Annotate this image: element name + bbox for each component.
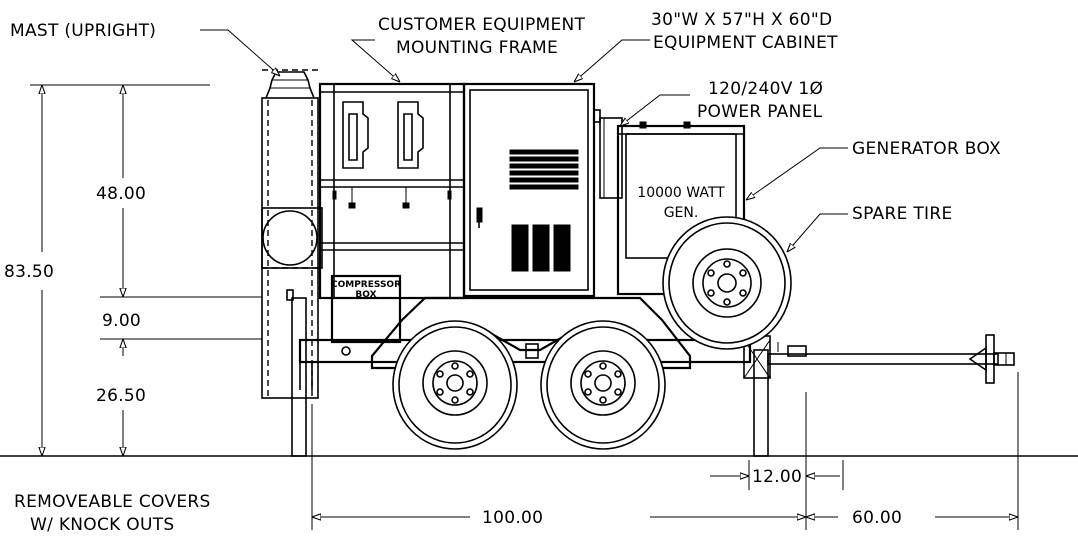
dim-upper: 48.00	[96, 184, 146, 204]
wheel-rear	[540, 320, 666, 450]
dim-lower: 26.50	[96, 386, 146, 406]
compressor-label-2: BOX	[355, 290, 376, 300]
height-dimensions	[30, 84, 262, 457]
compressor-label-1: COMPRESSOR	[331, 280, 401, 290]
dim-tongue: 12.00	[752, 467, 802, 487]
power-panel-label-1: 120/240V 1Ø	[708, 79, 823, 99]
cabinet-vent-lower	[511, 224, 571, 272]
power-panel	[599, 117, 623, 199]
power-panel-label-2: POWER PANEL	[697, 102, 823, 122]
covers-label-1: REMOVEABLE COVERS	[14, 492, 211, 512]
mast	[261, 69, 323, 457]
frame-label-2: MOUNTING FRAME	[396, 38, 558, 58]
length-dimensions	[311, 372, 1019, 530]
fender-bracket	[525, 343, 539, 359]
chassis	[298, 334, 1015, 457]
mast-label: MAST (UPRIGHT)	[10, 21, 156, 41]
cabinet-label-1: 30"W X 57"H X 60"D	[651, 10, 832, 30]
dim-hitch-length: 60.00	[852, 508, 902, 528]
cabinet-vent-upper	[509, 149, 579, 190]
dim-overall-height: 83.50	[4, 262, 54, 282]
generator-box-label: GENERATOR BOX	[852, 139, 1001, 159]
dim-body-length: 100.00	[482, 508, 543, 528]
dim-middle: 9.00	[102, 311, 141, 331]
generator-label-1: 10000 WATT	[637, 185, 725, 201]
mounting-frame	[318, 82, 466, 300]
spare-tire	[662, 216, 792, 350]
covers-label-2: W/ KNOCK OUTS	[30, 515, 175, 535]
cabinet-label-2: EQUIPMENT CABINET	[653, 33, 838, 53]
wheel-front	[392, 320, 518, 450]
leader-lines	[200, 29, 848, 252]
frame-label-1: CUSTOMER EQUIPMENT	[378, 15, 586, 35]
generator-label-2: GEN.	[664, 205, 699, 221]
compressor-box: COMPRESSOR BOX	[330, 274, 402, 344]
equipment-cabinet	[462, 82, 601, 298]
cabinet-handle	[476, 207, 483, 223]
spare-tire-label: SPARE TIRE	[852, 204, 953, 224]
